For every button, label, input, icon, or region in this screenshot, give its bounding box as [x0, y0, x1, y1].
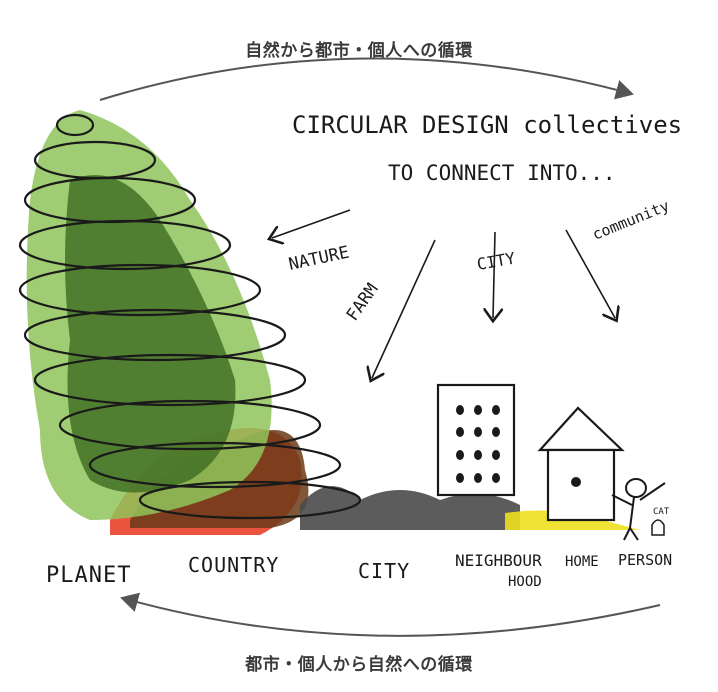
header-line1: CIRCULAR DESIGN collectives: [292, 111, 682, 139]
house-icon: [537, 406, 625, 522]
bottom-cycle-caption: 都市・個人から自然への循環: [245, 655, 473, 675]
scale-label-neighbourhood-1: NEIGHBOUR: [455, 551, 542, 570]
scale-label-person: PERSON: [618, 551, 672, 569]
city-arrow-label: CITY: [475, 248, 517, 273]
farm-label: FARM: [343, 280, 383, 325]
scale-label-planet: PLANET: [46, 563, 131, 588]
scale-label-home: HOME: [565, 554, 599, 570]
nature-label: NATURE: [287, 243, 351, 275]
city-arrow: [493, 231, 495, 318]
community-label: community: [590, 197, 672, 244]
cat-icon: CAT: [651, 507, 670, 536]
tornado-ink-loops: [18, 113, 362, 520]
farm-arrow: [372, 239, 436, 378]
top-cycle-caption: 自然から都市・個人への循環: [245, 41, 473, 61]
scale-label-neighbourhood-2: HOOD: [508, 574, 542, 590]
nature-arrow: [272, 209, 351, 238]
header-line2: TO CONNECT INTO...: [388, 161, 616, 185]
cat-label: CAT: [653, 507, 670, 517]
bottom-cycle-arrow: [120, 592, 661, 637]
building-icon: [436, 383, 516, 497]
scale-label-country: COUNTRY: [188, 553, 279, 577]
scale-label-city: CITY: [358, 559, 410, 583]
top-cycle-arrow: [99, 57, 634, 101]
person-icon: [611, 478, 666, 541]
grey-city-band: [300, 486, 520, 530]
tornado-dark-green: [65, 175, 236, 493]
community-arrow: [565, 229, 615, 318]
